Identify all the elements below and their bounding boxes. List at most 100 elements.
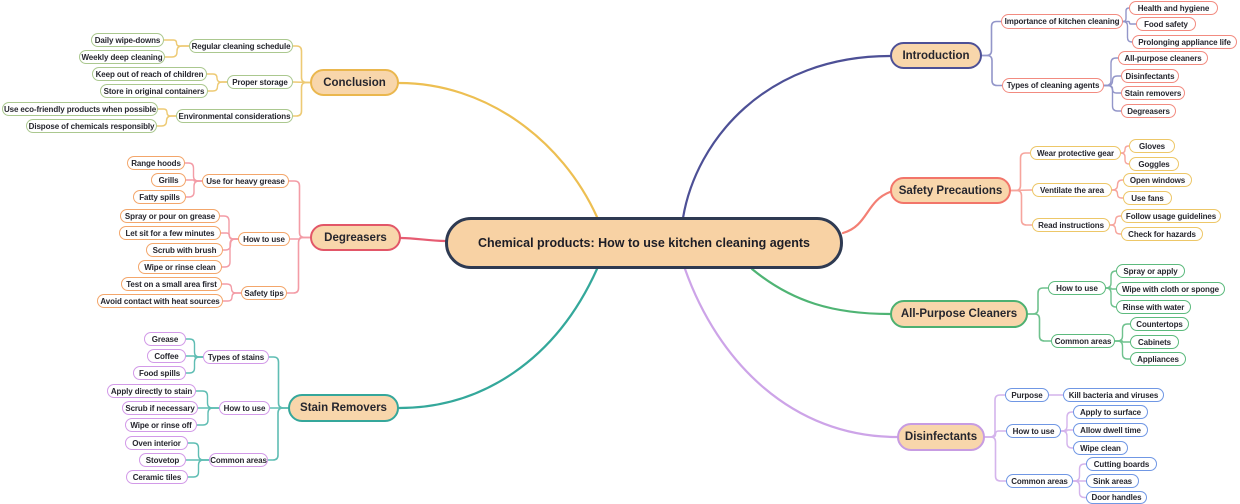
connector — [1114, 340, 1131, 343]
node-spray-or-pour-on-grease[interactable]: Spray or pour on grease — [120, 209, 220, 223]
node-keep-out-of-reach-of-children[interactable]: Keep out of reach of children — [92, 67, 207, 81]
node-range-hoods[interactable]: Range hoods — [127, 156, 185, 170]
node-use-eco-friendly-products-when-possible[interactable]: Use eco-friendly products when possible — [2, 102, 158, 116]
node-health-and-hygiene[interactable]: Health and hygiene — [1129, 1, 1218, 15]
node-sink-areas[interactable]: Sink areas — [1086, 474, 1139, 488]
node-rinse-with-water[interactable]: Rinse with water — [1116, 300, 1191, 314]
node-use-for-heavy-grease[interactable]: Use for heavy grease — [202, 174, 289, 188]
node-common-areas[interactable]: Common areas — [1051, 334, 1115, 348]
connector — [1072, 463, 1087, 482]
node-stain-removers[interactable]: Stain removers — [1121, 86, 1185, 100]
node-degreasers[interactable]: Degreasers — [1121, 104, 1176, 118]
connector — [981, 54, 1003, 87]
node-types-of-cleaning-agents[interactable]: Types of cleaning agents — [1002, 78, 1104, 93]
node-scrub-with-brush[interactable]: Scrub with brush — [146, 243, 223, 257]
node-how-to-use[interactable]: How to use — [1048, 281, 1106, 295]
connector — [206, 73, 228, 83]
connector — [984, 430, 1007, 438]
node-let-sit-for-a-few-minutes[interactable]: Let sit for a few minutes — [119, 226, 221, 240]
central-topic[interactable]: Chemical products: How to use kitchen cl… — [445, 217, 843, 269]
branch-stain-removers[interactable]: Stain Removers — [288, 394, 399, 422]
connector — [1111, 189, 1124, 199]
node-goggles[interactable]: Goggles — [1129, 157, 1179, 171]
connector — [286, 236, 311, 294]
node-safety-tips[interactable]: Safety tips — [241, 286, 287, 300]
node-how-to-use[interactable]: How to use — [238, 232, 290, 246]
node-weekly-deep-cleaning[interactable]: Weekly deep cleaning — [79, 50, 165, 64]
connector — [157, 108, 177, 117]
node-spray-or-apply[interactable]: Spray or apply — [1116, 264, 1185, 278]
node-open-windows[interactable]: Open windows — [1123, 173, 1192, 187]
node-countertops[interactable]: Countertops — [1130, 317, 1189, 331]
node-wipe-with-cloth-or-sponge[interactable]: Wipe with cloth or sponge — [1116, 282, 1225, 296]
node-allow-dwell-time[interactable]: Allow dwell time — [1073, 423, 1148, 437]
node-grills[interactable]: Grills — [151, 173, 186, 187]
node-food-safety[interactable]: Food safety — [1136, 17, 1196, 31]
node-door-handles[interactable]: Door handles — [1086, 491, 1147, 504]
node-cutting-boards[interactable]: Cutting boards — [1086, 457, 1157, 471]
node-wipe-clean[interactable]: Wipe clean — [1073, 441, 1128, 455]
node-use-fans[interactable]: Use fans — [1123, 191, 1172, 205]
node-prolonging-appliance-life[interactable]: Prolonging appliance life — [1132, 35, 1237, 49]
node-ventilate-the-area[interactable]: Ventilate the area — [1032, 183, 1112, 197]
node-wipe-or-rinse-clean[interactable]: Wipe or rinse clean — [138, 260, 222, 274]
node-wear-protective-gear[interactable]: Wear protective gear — [1030, 146, 1121, 160]
node-environmental-considerations[interactable]: Environmental considerations — [176, 109, 293, 123]
node-purpose[interactable]: Purpose — [1005, 388, 1049, 402]
node-appliances[interactable]: Appliances — [1130, 352, 1186, 366]
branch-all-purpose-cleaners[interactable]: All-Purpose Cleaners — [890, 300, 1028, 328]
node-wipe-or-rinse-off[interactable]: Wipe or rinse off — [125, 418, 197, 432]
node-grease[interactable]: Grease — [144, 332, 186, 346]
connector — [1027, 313, 1052, 342]
node-types-of-stains[interactable]: Types of stains — [203, 350, 269, 364]
node-oven-interior[interactable]: Oven interior — [125, 436, 188, 450]
node-gloves[interactable]: Gloves — [1129, 139, 1175, 153]
connector — [1105, 270, 1117, 289]
connector — [288, 180, 311, 239]
node-test-on-a-small-area-first[interactable]: Test on a small area first — [121, 277, 222, 291]
connector — [1105, 287, 1117, 290]
connector — [981, 20, 1002, 57]
node-common-areas[interactable]: Common areas — [1006, 474, 1073, 488]
node-check-for-hazards[interactable]: Check for hazards — [1121, 227, 1203, 241]
connector — [1114, 340, 1131, 360]
node-ceramic-tiles[interactable]: Ceramic tiles — [126, 470, 188, 484]
connector — [268, 356, 289, 409]
node-importance-of-kitchen-cleaning[interactable]: Importance of kitchen cleaning — [1001, 14, 1123, 29]
node-scrub-if-necessary[interactable]: Scrub if necessary — [122, 401, 198, 415]
connector — [156, 115, 177, 127]
node-apply-to-surface[interactable]: Apply to surface — [1073, 405, 1148, 419]
node-dispose-of-chemicals-responsibly[interactable]: Dispose of chemicals responsibly — [26, 119, 157, 133]
node-disinfectants[interactable]: Disinfectants — [1121, 69, 1179, 83]
branch-introduction[interactable]: Introduction — [890, 42, 982, 69]
node-follow-usage-guidelines[interactable]: Follow usage guidelines — [1121, 209, 1221, 223]
connector — [1114, 323, 1131, 342]
node-apply-directly-to-stain[interactable]: Apply directly to stain — [107, 384, 196, 398]
node-common-areas[interactable]: Common areas — [209, 453, 268, 467]
node-how-to-use[interactable]: How to use — [1006, 424, 1061, 438]
node-food-spills[interactable]: Food spills — [133, 366, 186, 380]
branch-degreasers[interactable]: Degreasers — [310, 224, 401, 251]
node-how-to-use[interactable]: How to use — [219, 401, 270, 415]
node-stovetop[interactable]: Stovetop — [139, 453, 186, 467]
branch-disinfectants[interactable]: Disinfectants — [897, 423, 985, 451]
connector — [399, 236, 447, 243]
node-cabinets[interactable]: Cabinets — [1130, 335, 1179, 349]
node-proper-storage[interactable]: Proper storage — [227, 75, 293, 89]
connector — [1060, 430, 1074, 449]
node-read-instructions[interactable]: Read instructions — [1032, 218, 1110, 232]
node-fatty-spills[interactable]: Fatty spills — [133, 190, 186, 204]
node-kill-bacteria-and-viruses[interactable]: Kill bacteria and viruses — [1063, 388, 1164, 402]
connector — [1109, 215, 1122, 226]
connector — [1122, 7, 1130, 23]
node-store-in-original-containers[interactable]: Store in original containers — [100, 84, 208, 98]
branch-safety-precautions[interactable]: Safety Precautions — [890, 177, 1011, 204]
branch-conclusion[interactable]: Conclusion — [310, 69, 399, 96]
node-regular-cleaning-schedule[interactable]: Regular cleaning schedule — [189, 39, 293, 53]
node-daily-wipe-downs[interactable]: Daily wipe-downs — [91, 33, 164, 47]
node-all-purpose-cleaners[interactable]: All-purpose cleaners — [1118, 51, 1208, 65]
connector — [1109, 224, 1122, 235]
node-coffee[interactable]: Coffee — [147, 349, 186, 363]
node-avoid-contact-with-heat-sources[interactable]: Avoid contact with heat sources — [97, 294, 223, 308]
